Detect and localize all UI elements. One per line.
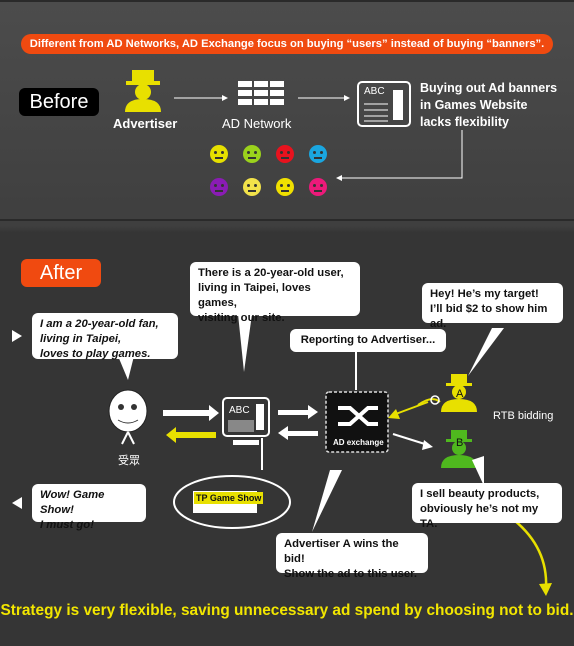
ad-exchange-label: AD exchange [333,438,384,447]
banner-abc-label: ABC [364,86,385,97]
ad-network-grid-icon [238,81,284,105]
audience-face-icon [309,178,327,196]
before-label: Before [19,88,99,116]
before-note-line1: Buying out Ad banners [420,81,558,95]
target-quote-line2: I’ll bid $2 to show him ad. [430,303,548,330]
section-divider [0,219,574,221]
site-quote-line1: There is a 20-year-old user, [198,267,344,279]
wins-quote-bubble: Advertiser A wins the bid! Show the ad t… [276,533,428,580]
wins-quote-line2: Show the ad to this user. [284,568,418,580]
before-note-line3: lacks flexibility [420,115,509,129]
wins-quote-line1: Advertiser A wins the bid! [284,538,399,565]
advertiser-label: Advertiser [113,116,178,131]
beauty-quote-line1: I sell beauty products, [420,488,540,500]
audience-face-icon [276,145,294,163]
ad-exchange-icon [325,391,389,453]
site-quote-line2: living in Taipei, loves games, [198,282,311,309]
headline-banner: Different from AD Networks, AD Exchange … [21,34,553,54]
wow-quote-line1: Wow! Game Show! [40,489,105,516]
bidder-b-letter: B [456,437,464,449]
target-quote-bubble: Hey! He’s my target! I’ll bid $2 to show… [422,283,563,330]
audience-face-icon [243,178,261,196]
fan-quote-line3: loves to play games. [40,348,151,360]
target-quote-line1: Hey! He’s my target! [430,288,539,300]
bidder-a-icon [441,374,477,412]
site-quote-bubble: There is a 20-year-old user, living in T… [190,262,360,324]
reporting-bubble: Reporting to Advertiser... [290,329,446,352]
website-computer-icon [222,397,270,445]
advertiser-icon [125,70,161,112]
game-show-preview [173,438,291,529]
audience-face-icon [243,145,261,163]
fan-quote-line2: living in Taipei, [40,333,122,345]
audience-face-icon [210,178,228,196]
site-quote-line3: visiting our site. [198,312,285,324]
fan-quote-line1: I am a 20-year-old fan, [40,318,159,330]
before-note-line2: in Games Website [420,98,528,112]
game-show-tag: TP Game Show [194,492,264,504]
ad-network-label: AD Network [222,116,292,131]
top-divider [0,0,574,2]
computer-abc-label: ABC [229,405,250,416]
beauty-quote-line2: obviously he’s not my TA. [420,503,539,530]
audience-face-icon [210,145,228,163]
bidder-a-letter: A [456,388,464,400]
bidder-b-icon [441,430,477,468]
audience-face-icon [276,178,294,196]
wow-quote-bubble: Wow! Game Show! I must go! [32,484,146,531]
user-face-icon [108,389,148,445]
banner-window-icon [357,81,411,127]
rtb-bidding-label: RTB bidding [493,410,554,422]
beauty-quote-bubble: I sell beauty products, obviously he’s n… [412,483,562,530]
fan-quote-bubble: I am a 20-year-old fan, living in Taipei… [32,313,178,360]
audience-face-icon [309,145,327,163]
wow-quote-line2: I must go! [40,519,94,531]
audience-label: 受眾 [118,455,140,467]
strategy-caption: Strategy is very flexible, saving unnece… [0,602,574,619]
after-label: After [21,259,101,287]
